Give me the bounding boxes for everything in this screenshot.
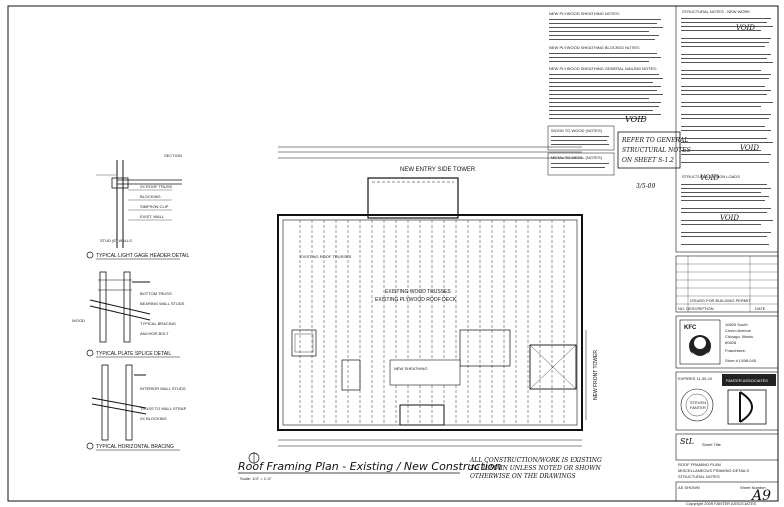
revision-col-date: DATE: [755, 306, 766, 311]
svg-text:Sheet Title: Sheet Title: [702, 442, 722, 447]
svg-text:2X ROOF TRUSS: 2X ROOF TRUSS: [140, 184, 172, 189]
general-note: ALL CONSTRUCTION/WORK IS EXISTING TO REM…: [469, 457, 604, 480]
notes-heading-5: METAL TO METAL (NOTES): [551, 155, 603, 160]
address-line-1: 10600 South: [725, 322, 748, 327]
svg-text:TYPICAL BRACING: TYPICAL BRACING: [140, 321, 176, 326]
detail-2-title: TYPICAL PLATE SPLICE DETAIL: [96, 351, 171, 357]
svg-text:VOID: VOID: [736, 24, 755, 32]
drawn-scale: AS SHOWN: [678, 485, 700, 490]
svg-text:ANCHOR BOLT: ANCHOR BOLT: [140, 331, 169, 336]
refer-note-3: ON SHEET S-1.2: [622, 157, 674, 164]
sheet-number: A9: [750, 488, 771, 504]
svg-text:VOID: VOID: [720, 214, 739, 222]
license-expires: EXPIRES 11-30-10: [678, 376, 713, 381]
svg-text:WOOD: WOOD: [72, 318, 85, 323]
top-tower-label: NEW ENTRY SIDE TOWER: [400, 167, 476, 173]
roof-plan: NEW ENTRY SIDE TOWER EXISTING WOOD TRUSS…: [248, 146, 599, 464]
svg-text:TRUSS TO WALL STRAP: TRUSS TO WALL STRAP: [140, 406, 187, 411]
svg-text:STUD (E) WALLS: STUD (E) WALLS: [100, 238, 132, 243]
address-line-2: Cicero Avenue: [725, 328, 752, 333]
owner-line-1: Franchisee:: [725, 348, 746, 353]
sheet-title-2: MISCELLANEOUS FRAMING DETAILS: [678, 468, 749, 473]
svg-text:2X BLOCKING: 2X BLOCKING: [140, 416, 167, 421]
refer-note-1: REFER TO GENERAL: [621, 137, 688, 144]
notes-heading-3: NEW PLYWOOD SHEATHING GENERAL NAILING NO…: [549, 66, 657, 71]
notes-heading-4: WOOD TO WOOD (NOTES): [551, 128, 603, 133]
entry-tower: [367, 177, 459, 219]
revision-col-desc: NO. DESCRIPTION: [678, 306, 714, 311]
existing-roof-note: EXISTING ROOF TRUSSES: [300, 254, 352, 259]
sheet-title-1: ROOF FRAMING PLAN: [678, 462, 721, 467]
svg-text:FANTER: FANTER: [690, 405, 706, 410]
issued-note: ISSUED FOR BUILDING PERMIT: [690, 298, 751, 303]
refer-note-2: STRUCTURAL NOTES: [622, 147, 691, 154]
structural-notes: STRUCTURAL NOTES - NEW WORK STRUCTURAL D…: [675, 5, 779, 253]
svg-text:VOID: VOID: [740, 144, 759, 152]
address-line-3: Chicago, Illinois: [725, 334, 753, 339]
detail-1-title: TYPICAL LIGHT GAGE HEADER DETAIL: [96, 253, 189, 259]
detail-3-title: TYPICAL HORIZONTAL BRACING: [96, 444, 174, 450]
notes-heading-1: NEW PLYWOOD SHEATHING NOTES:: [549, 11, 620, 16]
sheet-title-3: STRUCTURAL NOTES: [678, 474, 720, 479]
svg-text:EXIST. WALL: EXIST. WALL: [140, 214, 165, 219]
design-loads-header: STRUCTURAL DESIGN LOADS: [682, 174, 740, 179]
section-label: SECTION: [164, 153, 182, 158]
notes-heading-2: NEW PLYWOOD SHEATHING BLOCKED NOTES:: [549, 45, 640, 50]
refer-note-box: [617, 131, 681, 169]
brand-name: KFC: [684, 325, 697, 331]
void-mark: VOID: [625, 115, 647, 124]
svg-text:INTERIOR WALL STUDS: INTERIOR WALL STUDS: [140, 386, 186, 391]
svg-text:STEVEN: STEVEN: [690, 400, 706, 405]
handwritten-date: 3/5-09: [636, 183, 656, 190]
svg-text:BLOCKING: BLOCKING: [140, 194, 161, 199]
new-deck-note: NEW SHEATHING: [394, 366, 427, 371]
plan-title: Roof Framing Plan - Existing / New Const…: [238, 460, 501, 473]
plan-scale: Scale: 1/4" = 1'-0": [240, 476, 272, 481]
detail-column: SECTION 2X ROOF TRUSS BLOCKING SIMPSON C…: [72, 153, 189, 451]
svg-text:SIMPSON CLIP: SIMPSON CLIP: [140, 204, 169, 209]
sheet-number-label: Sheet Number: [740, 485, 766, 490]
plan-center-note-2: EXISTING PLYWOOD ROOF DECK: [375, 297, 457, 303]
structural-notes-header: STRUCTURAL NOTES - NEW WORK: [682, 9, 750, 14]
address-line-4: 60628: [725, 340, 737, 345]
svg-text:BEARING WALL STUDS: BEARING WALL STUDS: [140, 301, 185, 306]
plan-center-note-1: EXISTING WOOD TRUSSES: [385, 289, 451, 295]
sheet-border: [7, 5, 779, 502]
svg-text:StL: StL: [680, 437, 694, 446]
copyright: Copyright 2009 FANTER ASSOCIATES: [686, 501, 757, 506]
right-tower-label: NEW FRONT TOWER: [593, 350, 599, 400]
svg-text:VOID: VOID: [700, 174, 719, 182]
firm-logo-icon: [727, 389, 767, 425]
truss-lines: [299, 220, 565, 425]
building-outline: [277, 214, 583, 431]
owner-line-2: Store # L598-045: [725, 358, 757, 363]
firm-name: FANTER ASSOCIATES: [726, 378, 768, 383]
notes-column: NEW PLYWOOD SHEATHING NOTES: NEW PLYWOOD…: [547, 11, 691, 190]
svg-text:BOTTOM TRUSS: BOTTOM TRUSS: [140, 291, 172, 296]
title-block: ISSUED FOR BUILDING PERMIT NO. DESCRIPTI…: [675, 255, 779, 506]
engineer-seal-icon: [680, 388, 714, 422]
